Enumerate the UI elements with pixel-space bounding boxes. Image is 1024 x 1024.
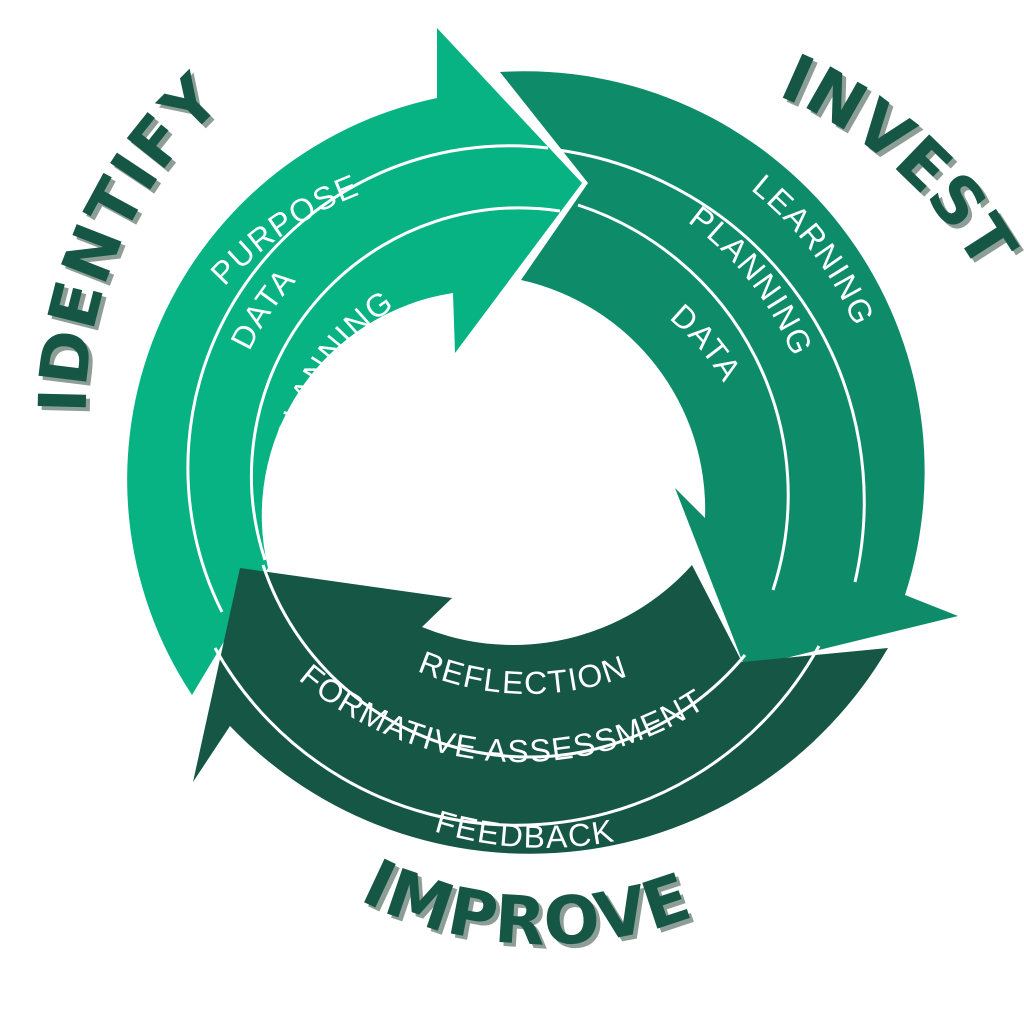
invest-divider-outer <box>557 148 866 583</box>
identify-divider-outer <box>186 144 549 613</box>
identify-divider-inner <box>250 206 561 561</box>
improve-divider-inner <box>261 564 747 759</box>
identify-arrow <box>127 28 583 695</box>
invest-divider-inner <box>577 203 790 591</box>
improve-title: IMPROVE <box>352 844 701 961</box>
improve-arrow <box>193 565 888 854</box>
improve-divider-outer <box>213 645 821 827</box>
